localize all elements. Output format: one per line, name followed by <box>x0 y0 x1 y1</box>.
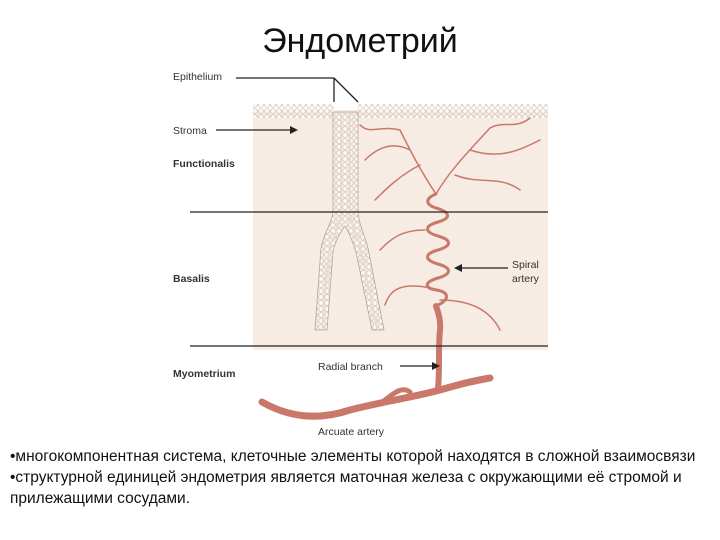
caption: •многокомпонентная система, клеточные эл… <box>10 446 714 509</box>
endometrium-diagram: Epithelium Stroma Functionalis Basalis M… <box>173 71 548 438</box>
surface-epithelium-right <box>358 104 548 118</box>
label-functionalis: Functionalis <box>173 158 235 170</box>
caption-bullet-2: •структурной единицей эндометрия являетс… <box>10 469 682 507</box>
label-radial-branch: Radial branch <box>318 361 383 373</box>
label-myometrium: Myometrium <box>173 368 235 380</box>
label-epithelium: Epithelium <box>173 71 222 83</box>
label-basalis: Basalis <box>173 273 210 285</box>
caption-bullet-1: •многокомпонентная система, клеточные эл… <box>10 448 696 465</box>
stroma-block <box>253 110 548 350</box>
slide-title: Эндометрий <box>262 22 458 60</box>
radial-branch <box>433 303 444 391</box>
label-spiral-artery-1: Spiral <box>512 259 539 271</box>
epithelium-pointer <box>236 77 359 103</box>
arcuate-artery <box>258 374 494 420</box>
label-spiral-artery-2: artery <box>512 273 540 285</box>
label-stroma: Stroma <box>173 125 207 137</box>
surface-epithelium <box>253 104 334 118</box>
label-arcuate-artery: Arcuate artery <box>318 426 385 438</box>
